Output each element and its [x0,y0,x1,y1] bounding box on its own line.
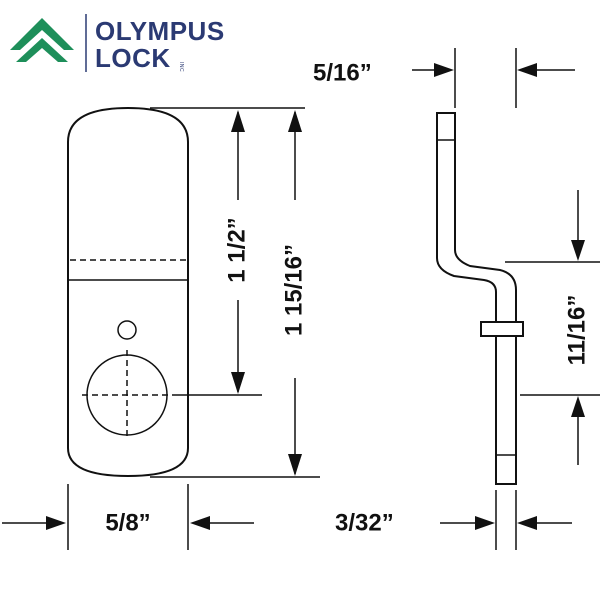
dim-front-width: 5/8” [2,509,254,536]
front-total-height-label: 1 15/16” [280,244,307,336]
side-offset-top-label: 5/16” [313,59,372,86]
front-extension-lines [67,107,320,550]
cam-side-profile [436,112,517,485]
company-logo: OLYMPUS LOCK INC [10,14,225,73]
front-height-to-hole-label: 1 1/2” [223,217,250,282]
mountain-logo-icon [10,18,74,62]
side-lower-height-label: 11/16” [563,295,590,366]
side-view [436,112,524,485]
dim-side-thickness: 3/32” [335,509,572,536]
dim-front-height-to-hole: 1 1/2” [223,110,250,394]
dim-front-total-height: 1 15/16” [280,110,307,476]
brand-name-line1: OLYMPUS [95,16,225,46]
side-extension-lines [454,48,600,550]
dim-side-lower-height: 11/16” [563,190,590,465]
brand-suffix: INC [178,62,184,72]
brand-name-line2: LOCK [95,43,171,73]
dim-side-offset-top: 5/16” [313,59,575,86]
front-view [67,106,189,478]
front-width-label: 5/8” [105,509,150,536]
small-hole [117,320,137,340]
cam-side-stud [480,321,524,337]
cam-front-outline [67,106,189,478]
side-thickness-label: 3/32” [335,509,394,536]
